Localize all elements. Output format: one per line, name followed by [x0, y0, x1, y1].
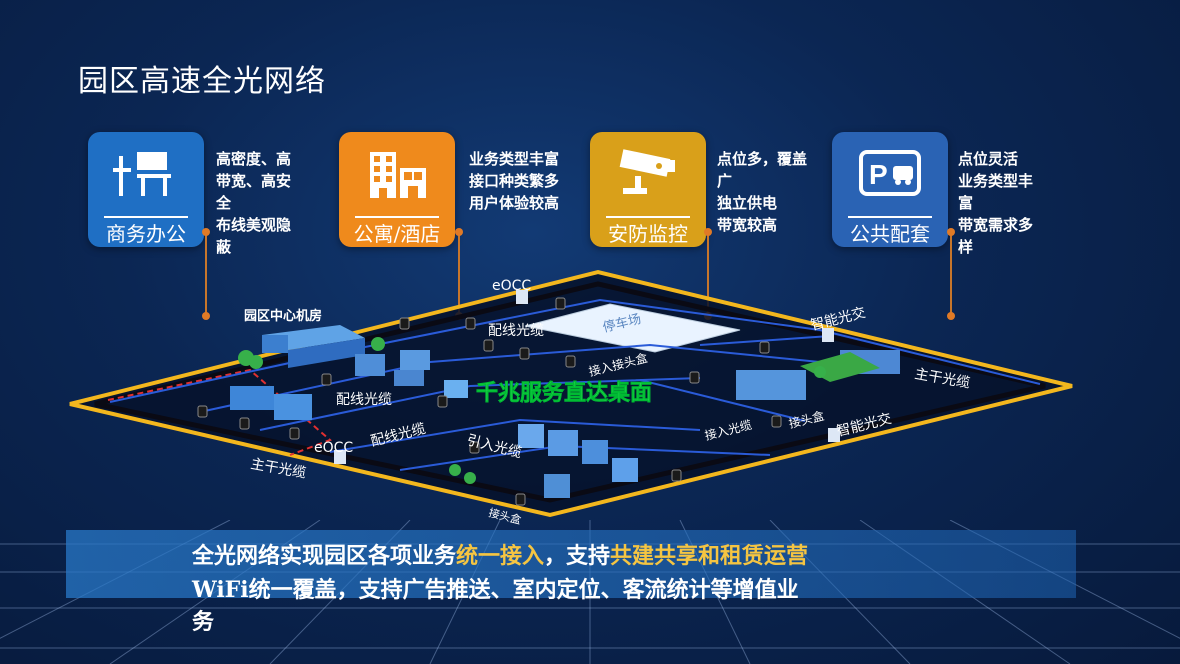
parking-icon: P — [832, 146, 948, 202]
label-eocc-top: eOCC — [492, 278, 531, 294]
summary-line-1: 全光网络实现园区各项业务统一接入，支持共建共享和租赁运营 — [192, 538, 808, 570]
label-distribution-2: 配线光缆 — [336, 392, 392, 408]
card-desc-security-monitoring: 点位多，覆盖 广 独立供电 带宽较高 — [717, 150, 808, 234]
card-desc-business-office: 高密度、高 带宽、高安 全 布线美观隐 蔽 — [216, 150, 292, 256]
red-dashed-route — [107, 368, 332, 456]
security-camera-icon — [590, 146, 706, 202]
label-eocc-bottom: eOCC — [314, 440, 353, 456]
card-label: 公共配套 — [850, 222, 930, 246]
card-desc-public-facilities: 点位灵活 业务类型丰 富 带宽需求多 样 — [958, 150, 1034, 256]
center-slogan: 千兆服务直达桌面 — [476, 380, 652, 406]
campus-inner-boundary — [94, 281, 1046, 503]
svg-text:P: P — [869, 159, 888, 190]
card-apartment-hotel: 公寓/酒店 — [339, 132, 455, 247]
summary-text: ，支持 — [544, 543, 611, 569]
card-label: 商务办公 — [106, 222, 186, 246]
label-distribution-1: 配线光缆 — [488, 323, 544, 339]
leader-line — [947, 228, 955, 320]
leader-line — [202, 228, 210, 320]
label-datacenter: 园区中心机房 — [244, 308, 322, 324]
summary-banner — [66, 530, 1076, 598]
parking-lot — [524, 303, 741, 353]
card-label: 公寓/酒店 — [353, 222, 441, 246]
card-security-monitoring: 安防监控 — [590, 132, 706, 247]
trees — [238, 337, 826, 484]
page-title: 园区高速全光网络 — [78, 64, 326, 99]
card-public-facilities: P 公共配套 — [832, 132, 948, 247]
summary-line-3: 务 — [192, 609, 215, 635]
label-trunk-1: 主干光缆 — [249, 456, 307, 481]
eocc-cabinet — [516, 290, 528, 304]
summary-text: 全光网络实现园区各项业务 — [192, 543, 457, 569]
eocc-cabinet — [334, 450, 346, 464]
card-label: 安防监控 — [608, 222, 688, 246]
buildings — [230, 325, 900, 498]
summary-highlight-shared-operation: 共建共享和租赁运营 — [610, 543, 809, 569]
joint-boxes — [197, 297, 782, 506]
card-desc-apartment-hotel: 业务类型丰富 接口种类繁多 用户体验较高 — [469, 150, 560, 212]
card-business-office: 商务办公 — [88, 132, 204, 247]
smart-cross-cabinet — [828, 428, 840, 442]
summary-highlight-unified-access: 统一接入 — [456, 543, 545, 569]
smart-cross-cabinet — [822, 328, 834, 342]
office-desk-icon — [88, 146, 204, 202]
apartment-building-icon — [339, 146, 455, 202]
summary-line-2: WiFi统一覆盖，支持广告推送、室内定位、客流统计等增值业 — [192, 577, 799, 603]
